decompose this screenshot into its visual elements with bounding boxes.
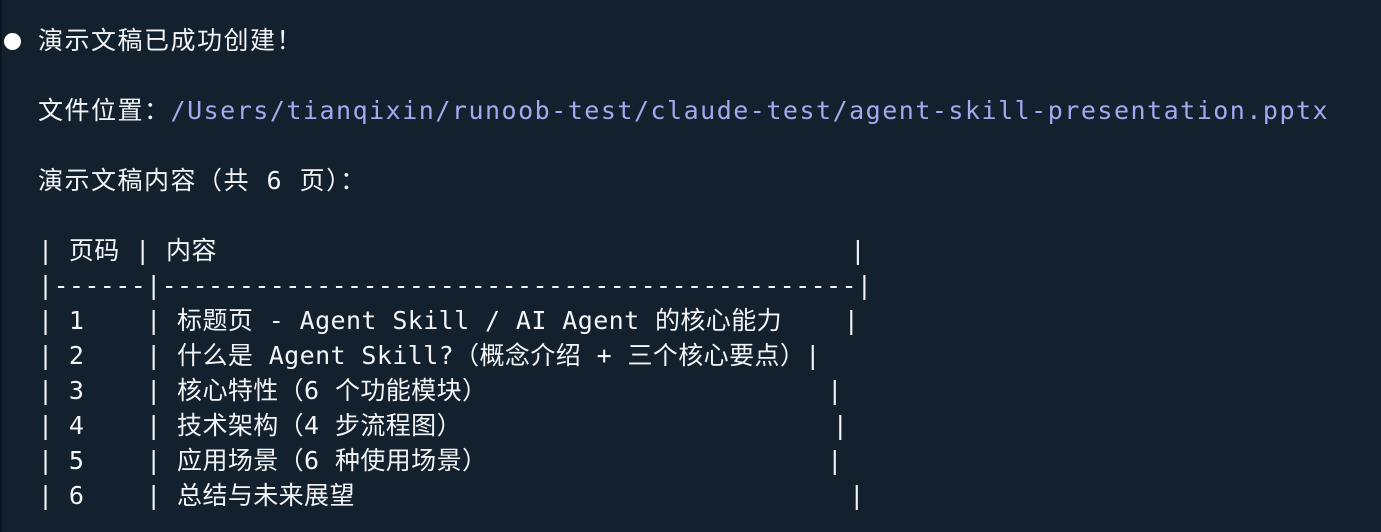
table-row: | 2 | 什么是 Agent Skill?（概念介绍 + 三个核心要点）| [38,341,821,370]
file-location-line: 文件位置：/Users/tianqixin/runoob-test/claude… [38,96,1329,126]
table-header: | 页码 | 内容 | [38,236,866,265]
table-row: | 1 | 标题页 - Agent Skill / AI Agent 的核心能力… [38,306,860,335]
success-bullet-icon [4,33,21,50]
terminal-left-border [0,0,2,532]
file-path-link[interactable]: /Users/tianqixin/runoob-test/claude-test… [170,96,1330,125]
table-separator: |------|--------------------------------… [38,271,873,300]
table-row: | 6 | 总结与未来展望 | [38,481,865,510]
success-message: 演示文稿已成功创建！ [38,26,304,55]
file-location-label: 文件位置： [38,96,171,125]
content-heading: 演示文稿内容（共 6 页）： [38,166,367,195]
table-row: | 5 | 应用场景（6 种使用场景） | [38,446,843,475]
table-row: | 4 | 技术架构（4 步流程图） | [38,411,849,440]
table-row: | 3 | 核心特性（6 个功能模块） | [38,376,843,405]
